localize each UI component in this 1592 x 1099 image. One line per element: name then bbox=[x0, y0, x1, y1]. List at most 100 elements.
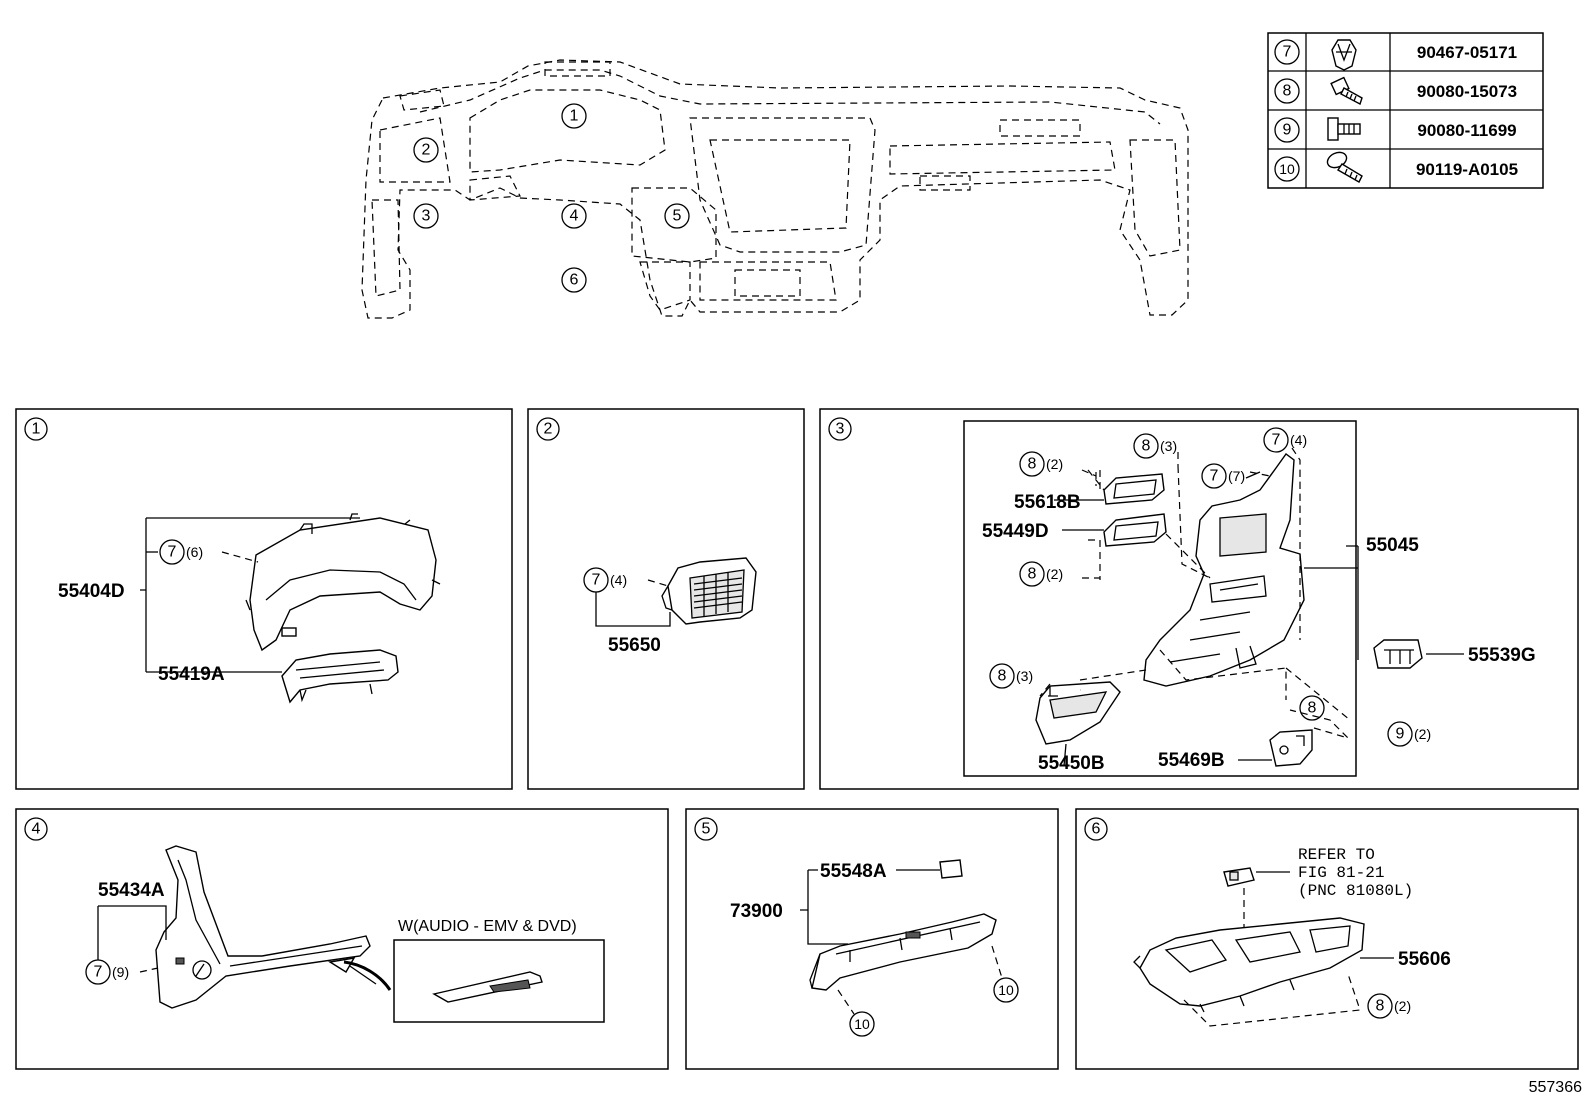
storage-box-part[interactable] bbox=[1035, 681, 1121, 745]
bolt-icon bbox=[1330, 76, 1363, 106]
fastener-callout-group[interactable]: 8 (3) bbox=[1133, 433, 1179, 466]
fastener-ref: 8 bbox=[1283, 83, 1292, 100]
overview-callout[interactable]: 2 bbox=[413, 137, 439, 163]
fastener-qty: (2) bbox=[1394, 998, 1411, 1014]
fastener-ref: 10 bbox=[1279, 161, 1295, 177]
lower-cover-part[interactable] bbox=[809, 913, 997, 991]
panel-4: 4 W(AUDIO - EMV & DVD) 7 (9) 55434A bbox=[15, 808, 669, 1070]
fastener-qty: (6) bbox=[186, 544, 203, 560]
variant-inset: W(AUDIO - EMV & DVD) bbox=[393, 918, 605, 1023]
fastener-callout-group[interactable]: 8 bbox=[1299, 695, 1325, 721]
bracket-part[interactable] bbox=[1269, 729, 1313, 767]
fastener-callout: 10 bbox=[998, 982, 1014, 998]
fastener-callout: 8 bbox=[1028, 456, 1037, 473]
fastener-table: 7 90467-05171 8 90080-15073 9 bbox=[1267, 32, 1544, 189]
lower-finish-panel-part[interactable] bbox=[155, 845, 371, 1009]
fastener-callout-group[interactable]: 8 (3) bbox=[989, 663, 1051, 697]
part-label[interactable]: 55606 bbox=[1398, 949, 1451, 970]
fastener-qty: (9) bbox=[112, 964, 129, 980]
fastener-callout: 9 bbox=[1396, 726, 1405, 743]
panel-1: 1 7 (6) 55404D 55419A bbox=[15, 408, 513, 790]
variant-finish-strip-part[interactable] bbox=[432, 971, 543, 1003]
fastener-callout-group[interactable]: 7 (7) bbox=[1201, 463, 1245, 489]
fastener-callout-group[interactable]: 8 (2) bbox=[1019, 561, 1063, 587]
part-label[interactable]: 55548A bbox=[820, 861, 887, 882]
variant-inset-frame bbox=[393, 939, 605, 1023]
callout-label: 2 bbox=[422, 142, 431, 159]
panel-id: 4 bbox=[32, 821, 41, 838]
part-label[interactable]: 55045 bbox=[1366, 535, 1419, 556]
overview-callout[interactable]: 4 bbox=[561, 203, 587, 229]
fastener-qty: (2) bbox=[1046, 456, 1063, 472]
callout-label: 3 bbox=[422, 208, 431, 225]
fastener-qty: (2) bbox=[1046, 566, 1063, 582]
bracket-part[interactable] bbox=[1103, 513, 1167, 547]
panel-3-frame bbox=[819, 408, 1579, 790]
switch-part[interactable] bbox=[1373, 639, 1423, 669]
refer-note-line: REFER TO bbox=[1298, 846, 1375, 864]
fastener-callout-group[interactable]: 7 (4) bbox=[1263, 427, 1307, 453]
screw-icon bbox=[1327, 117, 1361, 141]
console-panel-part[interactable] bbox=[1133, 917, 1365, 1013]
fastener-row[interactable]: 7 90467-05171 bbox=[1274, 39, 1517, 71]
fastener-row[interactable]: 8 90080-15073 bbox=[1274, 76, 1517, 106]
part-label[interactable]: 55539G bbox=[1468, 645, 1536, 666]
fastener-callout: 8 bbox=[1376, 998, 1385, 1015]
fastener-qty: (2) bbox=[1414, 726, 1431, 742]
panel-1-frame bbox=[15, 408, 513, 790]
part-label[interactable]: 73900 bbox=[730, 901, 783, 922]
fastener-qty: (4) bbox=[1290, 432, 1307, 448]
panel-6-frame bbox=[1075, 808, 1579, 1070]
callout-label: 5 bbox=[673, 208, 682, 225]
fastener-callout-group[interactable]: 9 (2) bbox=[1387, 721, 1431, 747]
fastener-callout: 10 bbox=[854, 1016, 870, 1032]
part-label[interactable]: 55434A bbox=[98, 880, 165, 901]
part-label[interactable]: 55618B bbox=[1014, 492, 1081, 513]
fastener-part-no: 90080-15073 bbox=[1417, 82, 1517, 101]
overview-callout[interactable]: 1 bbox=[561, 103, 587, 129]
overview-callout[interactable]: 6 bbox=[561, 267, 587, 293]
panel-3: 3 bbox=[819, 408, 1579, 790]
bracket-part[interactable] bbox=[1103, 473, 1165, 505]
lower-dash-panel-part[interactable] bbox=[1143, 453, 1305, 687]
flange-bolt-icon bbox=[1326, 151, 1363, 183]
overview-callout[interactable]: 3 bbox=[413, 203, 439, 229]
panel-2-frame bbox=[527, 408, 805, 790]
illustration-number: 557366 bbox=[1529, 1079, 1582, 1096]
part-label[interactable]: 55449D bbox=[982, 521, 1049, 542]
air-vent-part[interactable] bbox=[661, 557, 757, 625]
part-label[interactable]: 55419A bbox=[158, 664, 225, 685]
panel-4-frame bbox=[15, 808, 669, 1070]
fastener-callout: 8 bbox=[1142, 438, 1151, 455]
fastener-part-no: 90467-05171 bbox=[1417, 43, 1517, 62]
callout-label: 4 bbox=[570, 208, 579, 225]
panel-5: 5 10 10 55548A 73900 bbox=[685, 808, 1059, 1070]
fastener-row[interactable]: 9 90080-11699 bbox=[1274, 117, 1517, 143]
connector-part[interactable] bbox=[1223, 867, 1255, 887]
fastener-part-no: 90080-11699 bbox=[1417, 121, 1516, 140]
cluster-finish-panel-part[interactable] bbox=[281, 649, 399, 704]
meter-hood-part[interactable] bbox=[245, 513, 441, 652]
fastener-qty: (7) bbox=[1228, 468, 1245, 484]
fastener-ref: 9 bbox=[1283, 122, 1292, 139]
overview-callout[interactable]: 5 bbox=[664, 203, 690, 229]
refer-note-line: FIG 81-21 bbox=[1298, 864, 1384, 882]
fastener-row[interactable]: 10 90119-A0105 bbox=[1274, 149, 1518, 183]
fastener-callout: 8 bbox=[998, 668, 1007, 685]
fastener-callout: 7 bbox=[94, 964, 103, 981]
part-label[interactable]: 55404D bbox=[58, 581, 125, 602]
part-label[interactable]: 55450B bbox=[1038, 753, 1105, 774]
clip-part[interactable] bbox=[939, 859, 963, 879]
fastener-qty: (3) bbox=[1160, 438, 1177, 454]
fastener-callout: 8 bbox=[1028, 566, 1037, 583]
fastener-qty: (3) bbox=[1016, 668, 1033, 684]
part-label[interactable]: 55650 bbox=[608, 635, 661, 656]
fastener-part-no: 90119-A0105 bbox=[1416, 160, 1518, 179]
part-label[interactable]: 55469B bbox=[1158, 750, 1225, 771]
variant-label: W(AUDIO - EMV & DVD) bbox=[398, 918, 577, 935]
clip-icon bbox=[1331, 39, 1357, 71]
refer-note-line: (PNC 81080L) bbox=[1298, 882, 1413, 900]
fastener-callout-group[interactable]: 8 (2) bbox=[1019, 451, 1097, 477]
overview-dashboard: 1 2 3 4 5 6 bbox=[361, 59, 1189, 319]
